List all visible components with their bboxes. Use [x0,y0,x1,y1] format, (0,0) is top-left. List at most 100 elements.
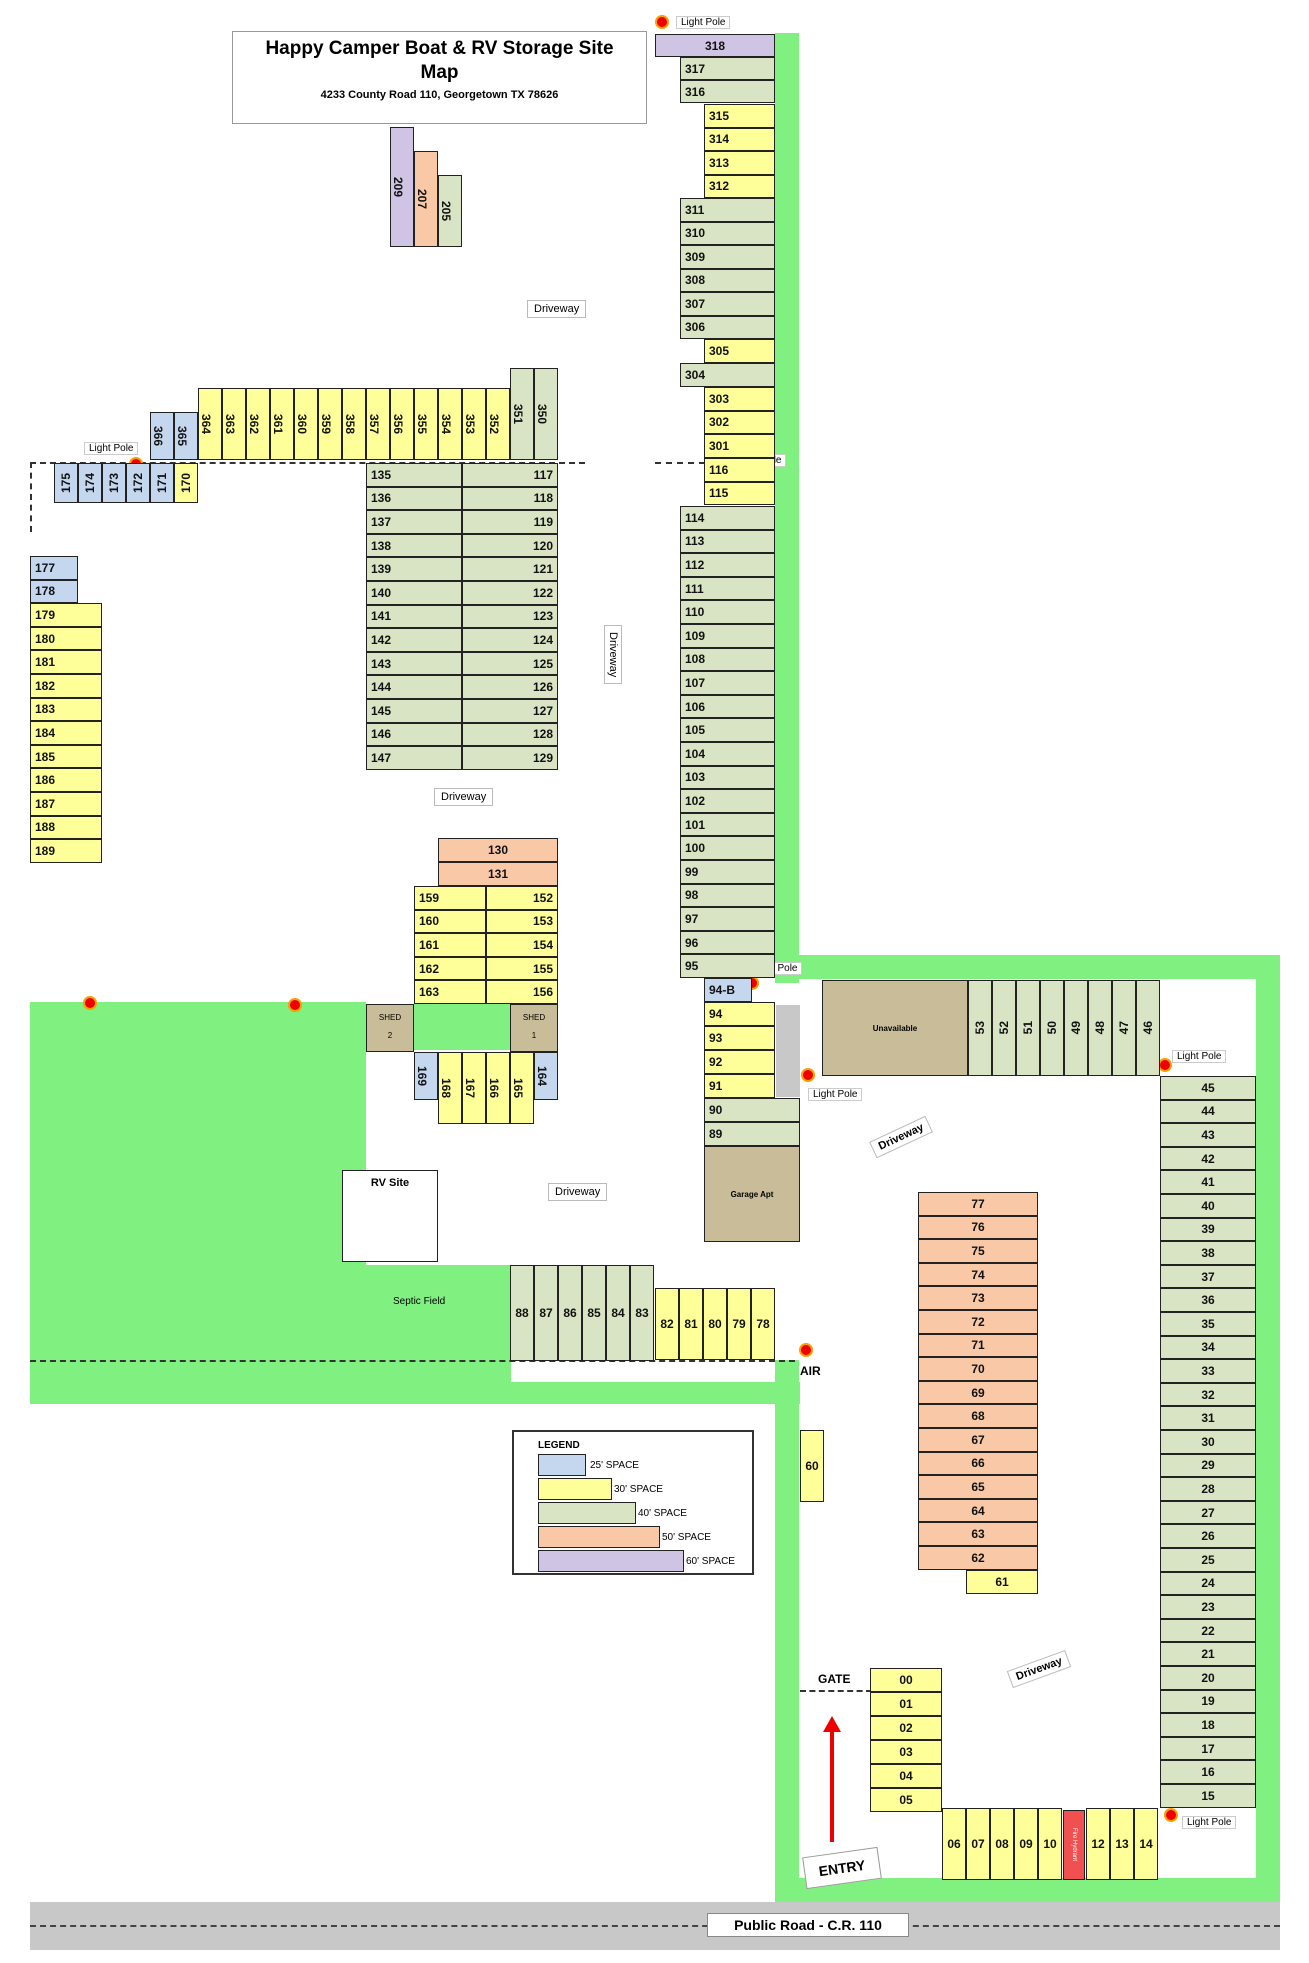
site-25[interactable]: 25 [1160,1548,1256,1572]
site-116[interactable]: 116 [704,458,775,482]
site-180[interactable]: 180 [30,626,102,651]
site-74[interactable]: 74 [918,1262,1038,1287]
site-169[interactable]: 169 [414,1052,438,1100]
site-35[interactable]: 35 [1160,1312,1256,1336]
site-311[interactable]: 311 [680,198,775,222]
site-117[interactable]: 117 [462,463,558,487]
site-137[interactable]: 137 [366,510,462,534]
site-187[interactable]: 187 [30,792,102,816]
site-145[interactable]: 145 [366,699,462,723]
site-45[interactable]: 45 [1160,1076,1256,1100]
site-140[interactable]: 140 [366,581,462,605]
site-09[interactable]: 09 [1014,1808,1038,1880]
site-356[interactable]: 356 [390,388,414,460]
site-106[interactable]: 106 [680,694,775,719]
site-161[interactable]: 161 [414,933,486,957]
site-51[interactable]: 51 [1016,980,1040,1076]
site-71[interactable]: 71 [918,1333,1038,1358]
site-143[interactable]: 143 [366,651,462,676]
site-03[interactable]: 03 [870,1740,942,1764]
site-60[interactable]: 60 [800,1430,824,1502]
site-82[interactable]: 82 [655,1288,679,1360]
site-115[interactable]: 115 [704,481,775,505]
site-177[interactable]: 177 [30,556,78,580]
site-53[interactable]: 53 [968,980,992,1076]
site-142[interactable]: 142 [366,628,462,652]
site-15[interactable]: 15 [1160,1784,1256,1808]
site-304[interactable]: 304 [680,363,775,387]
site-95[interactable]: 95 [680,954,775,978]
site-70[interactable]: 70 [918,1357,1038,1381]
site-61[interactable]: 61 [966,1570,1038,1594]
site-109[interactable]: 109 [680,624,775,648]
site-89[interactable]: 89 [704,1122,800,1146]
site-100[interactable]: 100 [680,836,775,860]
site-147[interactable]: 147 [366,746,462,770]
site-65[interactable]: 65 [918,1475,1038,1499]
site-312[interactable]: 312 [704,174,775,198]
site-125[interactable]: 125 [462,651,558,676]
site-359[interactable]: 359 [318,388,342,460]
site-10[interactable]: 10 [1038,1808,1062,1880]
site-46[interactable]: 46 [1136,980,1160,1076]
site-92[interactable]: 92 [704,1050,775,1074]
site-08[interactable]: 08 [990,1808,1014,1880]
site-139[interactable]: 139 [366,557,462,581]
site-352[interactable]: 352 [486,388,510,460]
site-354[interactable]: 354 [438,388,462,460]
site-67[interactable]: 67 [918,1428,1038,1452]
site-90[interactable]: 90 [704,1098,800,1122]
site-31[interactable]: 31 [1160,1406,1256,1430]
site-83[interactable]: 83 [630,1265,654,1361]
site-72[interactable]: 72 [918,1310,1038,1334]
site-88[interactable]: 88 [510,1265,534,1361]
site-317[interactable]: 317 [680,57,775,80]
site-141[interactable]: 141 [366,604,462,629]
site-355[interactable]: 355 [414,388,438,460]
site-87[interactable]: 87 [534,1265,558,1361]
site-350[interactable]: 350 [534,368,558,460]
site-101[interactable]: 101 [680,812,775,837]
site-119[interactable]: 119 [462,510,558,534]
site-168[interactable]: 168 [438,1052,462,1124]
site-353[interactable]: 353 [462,388,486,460]
site-130[interactable]: 130 [438,838,558,862]
site-48[interactable]: 48 [1088,980,1112,1076]
site-44[interactable]: 44 [1160,1099,1256,1124]
site-13[interactable]: 13 [1110,1808,1134,1880]
site-29[interactable]: 29 [1160,1453,1256,1478]
site-362[interactable]: 362 [246,388,270,460]
site-113[interactable]: 113 [680,529,775,554]
site-179[interactable]: 179 [30,603,102,627]
site-20[interactable]: 20 [1160,1666,1256,1690]
site-301[interactable]: 301 [704,434,775,458]
site-91[interactable]: 91 [704,1074,775,1098]
site-184[interactable]: 184 [30,721,102,745]
site-182[interactable]: 182 [30,674,102,698]
site-43[interactable]: 43 [1160,1123,1256,1147]
site-28[interactable]: 28 [1160,1477,1256,1501]
site-366[interactable]: 366 [150,412,174,460]
site-79[interactable]: 79 [727,1288,751,1360]
site-84[interactable]: 84 [606,1265,630,1361]
site-07[interactable]: 07 [966,1808,990,1880]
site-34[interactable]: 34 [1160,1335,1256,1360]
site-310[interactable]: 310 [680,221,775,245]
site-23[interactable]: 23 [1160,1595,1256,1619]
site-309[interactable]: 309 [680,245,775,269]
site-188[interactable]: 188 [30,815,102,840]
site-16[interactable]: 16 [1160,1760,1256,1784]
site-21[interactable]: 21 [1160,1642,1256,1666]
site-364[interactable]: 364 [198,388,222,460]
site-05[interactable]: 05 [870,1788,942,1812]
site-153[interactable]: 153 [486,909,558,934]
site-164[interactable]: 164 [534,1052,558,1100]
site-110[interactable]: 110 [680,600,775,624]
site-175[interactable]: 175 [54,463,78,503]
site-315[interactable]: 315 [704,104,775,128]
site-207[interactable]: 207 [414,151,438,247]
site-06[interactable]: 06 [942,1808,966,1880]
site-76[interactable]: 76 [918,1215,1038,1240]
site-358[interactable]: 358 [342,388,366,460]
site-159[interactable]: 159 [414,886,486,910]
